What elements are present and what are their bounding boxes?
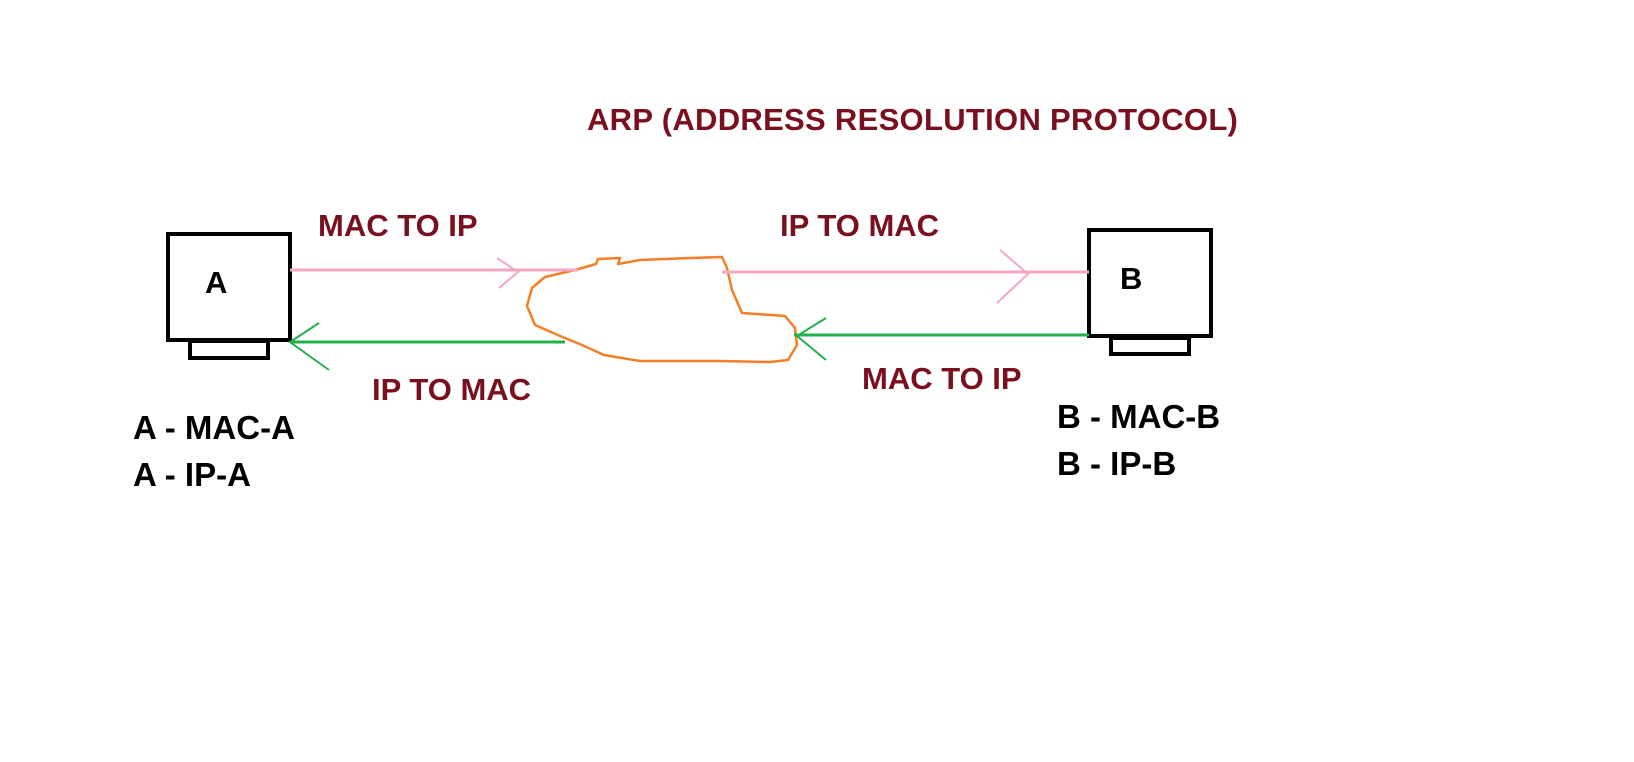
host-a-monitor: [166, 232, 292, 342]
reply-arrow-right: [794, 317, 1089, 361]
host-b-label: B: [1120, 261, 1143, 296]
host-b-ip-address: B - IP-B: [1057, 445, 1177, 482]
host-a-base: [188, 339, 270, 360]
diagram-title: ARP (ADDRESS RESOLUTION PROTOCOL): [587, 102, 1239, 137]
host-a-computer: [166, 232, 292, 360]
host-b-mac-address: B - MAC-B: [1057, 398, 1221, 435]
arrow-label-top-left: MAC TO IP: [318, 208, 478, 243]
host-a-label: A: [205, 265, 228, 300]
arrow-label-top-right: IP TO MAC: [780, 208, 940, 243]
reply-arrow-left: [288, 322, 565, 371]
host-b-monitor: [1087, 228, 1213, 338]
host-b-computer: [1087, 228, 1213, 356]
arrow-label-bottom-right: MAC TO IP: [862, 361, 1022, 396]
host-a-ip-address: A - IP-A: [133, 456, 251, 493]
request-arrow-left: [290, 257, 578, 289]
host-b-base: [1109, 336, 1191, 356]
host-a-mac-address: A - MAC-A: [133, 409, 295, 446]
request-arrow-right: [722, 249, 1089, 304]
arrow-label-bottom-left: IP TO MAC: [372, 372, 532, 407]
